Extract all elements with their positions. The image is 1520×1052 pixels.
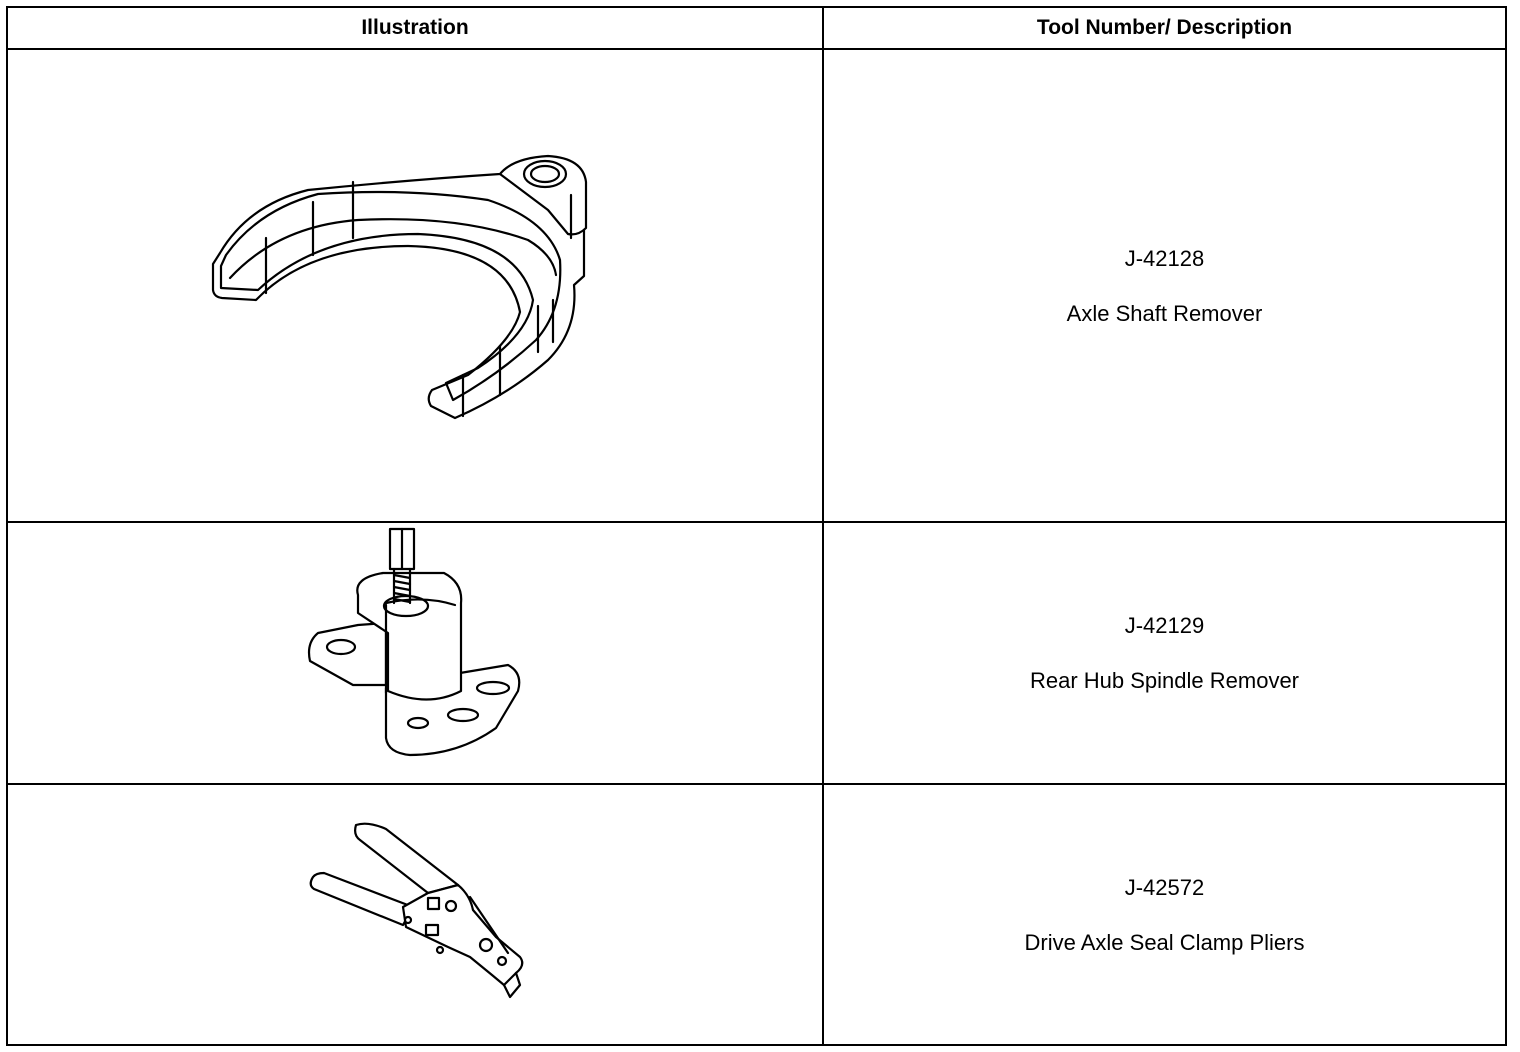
- table-row: J-42572 Drive Axle Seal Clamp Pliers: [8, 785, 1505, 1044]
- table-row: J-42129 Rear Hub Spindle Remover: [8, 523, 1505, 785]
- special-tools-table: Illustration Tool Number/ Description: [6, 6, 1507, 1046]
- illustration-cell: [8, 523, 824, 783]
- table-row: J-42128 Axle Shaft Remover: [8, 50, 1505, 523]
- column-header-tool: Tool Number/ Description: [1036, 16, 1293, 39]
- column-header-illustration: Illustration: [361, 16, 469, 39]
- tool-number: J-42128: [1124, 245, 1205, 271]
- description-cell: J-42129 Rear Hub Spindle Remover: [824, 523, 1505, 783]
- tool-description: Axle Shaft Remover: [1066, 300, 1263, 326]
- tool-description: Drive Axle Seal Clamp Pliers: [1024, 929, 1305, 955]
- header-cell-tool: Tool Number/ Description: [824, 8, 1505, 48]
- tool-number: J-42572: [1124, 874, 1205, 900]
- axle-shaft-remover-drawing: [211, 154, 588, 420]
- rear-hub-spindle-remover-drawing: [307, 527, 521, 757]
- description-cell: J-42572 Drive Axle Seal Clamp Pliers: [824, 785, 1505, 1044]
- header-cell-illustration: Illustration: [8, 8, 824, 48]
- table-header-row: Illustration Tool Number/ Description: [8, 8, 1505, 50]
- illustration-cell: [8, 50, 824, 521]
- tool-description: Rear Hub Spindle Remover: [1029, 668, 1300, 693]
- seal-clamp-pliers-drawing: [309, 822, 524, 999]
- description-cell: J-42128 Axle Shaft Remover: [824, 50, 1505, 521]
- tool-number: J-42129: [1124, 613, 1205, 638]
- illustration-cell: [8, 785, 824, 1044]
